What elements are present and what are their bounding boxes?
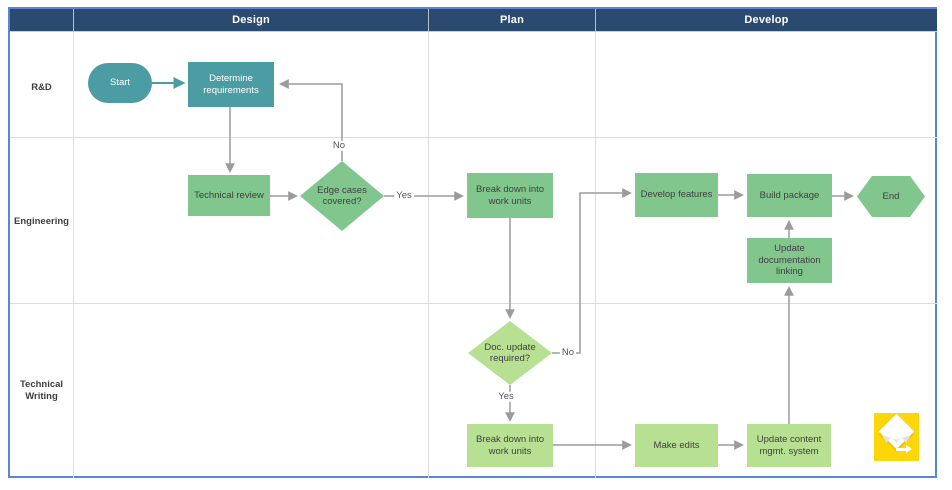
phase-header-develop: Develop <box>744 14 789 26</box>
grid-line-vertical <box>595 32 596 478</box>
header-separator <box>73 9 74 31</box>
edge-label-no-doc-update: No <box>559 346 577 359</box>
edge-label-yes-edge-cases: Yes <box>394 189 414 202</box>
node-end: End <box>857 176 925 217</box>
node-develop-features: Develop features <box>635 173 718 217</box>
edge-label-yes-doc-update: Yes <box>496 390 516 403</box>
grid-line-vertical <box>73 32 74 478</box>
node-edge-cases-covered: Edge cases covered? <box>300 161 384 231</box>
lane-label-rd: R&D <box>31 82 52 94</box>
phase-header-row: Design Plan Develop <box>10 9 937 32</box>
app-logo[interactable] <box>874 413 919 461</box>
edge-label-no-edge-cases: No <box>330 139 348 152</box>
header-separator <box>428 9 429 31</box>
node-doc-update-required: Doc. update required? <box>468 321 552 385</box>
phase-header-blank <box>10 9 73 31</box>
node-break-down-work-units-tw: Break down into work units <box>467 424 553 467</box>
node-determine-requirements: Determine requirements <box>188 62 274 107</box>
phase-header-design: Design <box>232 14 270 26</box>
grid-line-horizontal <box>10 137 937 138</box>
lane-label-technical-writing: Technical Writing <box>19 379 64 402</box>
node-update-documentation-linking: Update documentation linking <box>747 238 832 283</box>
node-technical-review: Technical review <box>188 175 270 216</box>
node-make-edits: Make edits <box>635 424 718 467</box>
app-logo-diamond-icon <box>878 413 915 450</box>
grid-line-vertical <box>428 32 429 478</box>
grid-line-horizontal <box>10 303 937 304</box>
app-logo-arrow-icon <box>896 445 912 453</box>
node-break-down-work-units-eng: Break down into work units <box>467 173 553 218</box>
node-start: Start <box>88 63 152 103</box>
node-build-package: Build package <box>747 174 832 217</box>
lane-label-engineering: Engineering <box>14 216 69 228</box>
phase-header-plan: Plan <box>499 14 525 26</box>
node-update-content-mgmt-system: Update content mgmt. system <box>747 424 831 467</box>
header-separator <box>595 9 596 31</box>
